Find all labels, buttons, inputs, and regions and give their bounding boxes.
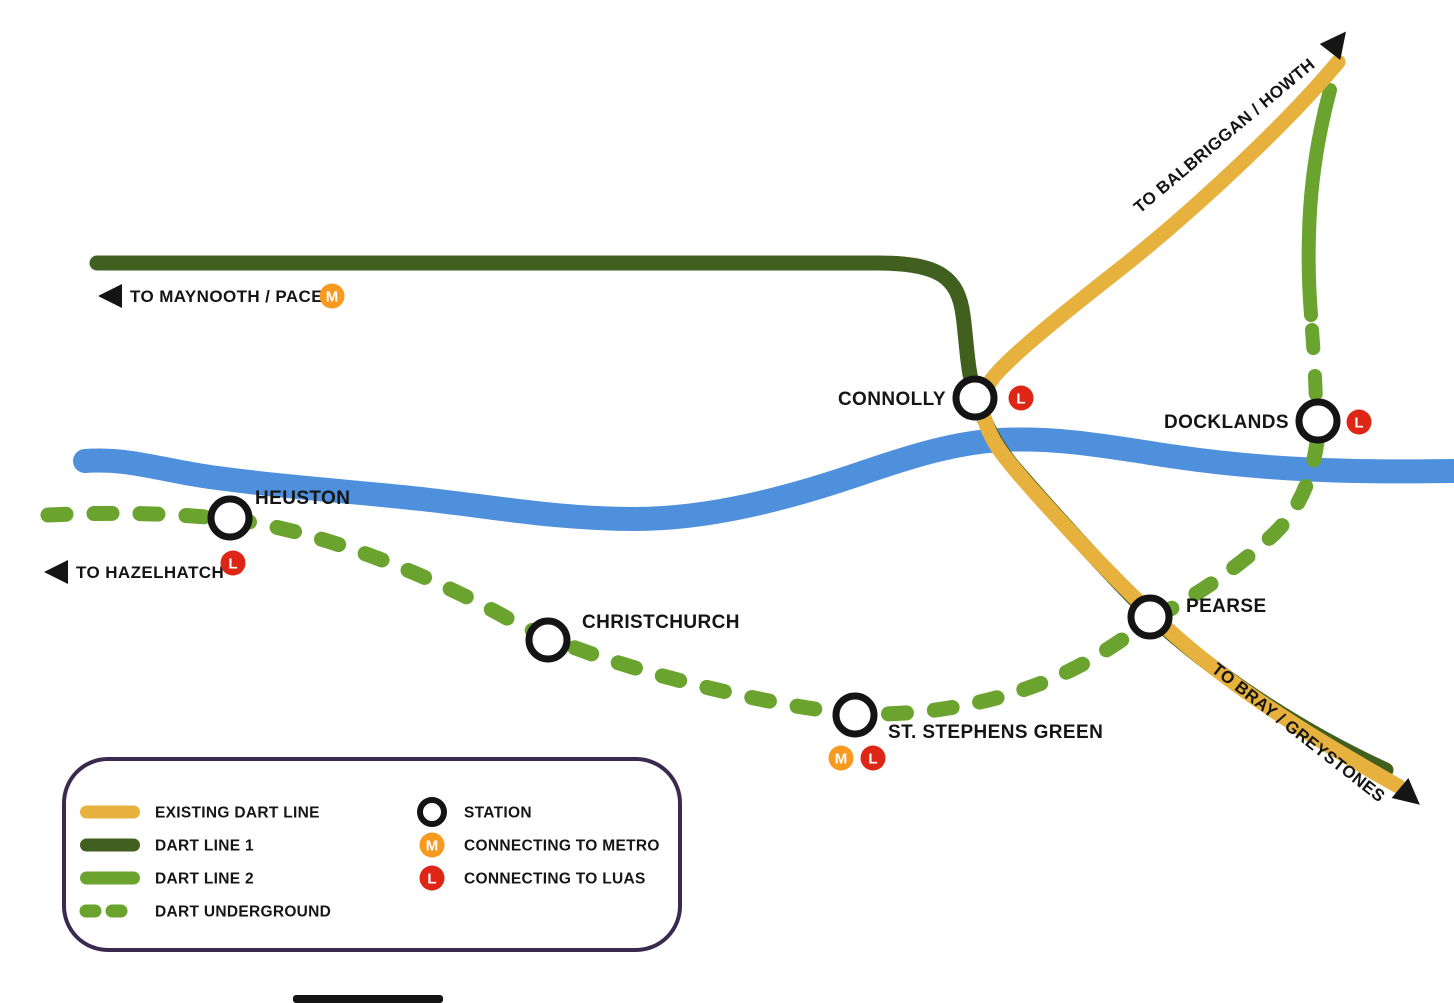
station-christchurch [525, 617, 571, 663]
legend-label-metro: CONNECTING TO METRO [464, 838, 660, 855]
luas-badge-st-stephens-green: L [860, 745, 886, 771]
legend-label-dart-line-1: DART LINE 1 [155, 838, 254, 855]
legend-symbol-luas: L [419, 865, 445, 891]
bottom-crop-fragment [293, 995, 443, 1003]
station-heuston [207, 495, 253, 541]
dart-line-2-dashed-into-docklands [1305, 323, 1323, 407]
dart-line-2 [1301, 83, 1337, 322]
legend-label-luas: CONNECTING TO LUAS [464, 871, 646, 888]
metro-badge-st-stephens-green: M [828, 745, 854, 771]
luas-badge-connolly: L [1008, 385, 1034, 411]
label-to-maynooth: TO MAYNOOTH / PACE [130, 287, 323, 306]
arrow-to-balbriggan [1319, 31, 1347, 61]
svg-text:L: L [1016, 391, 1025, 408]
svg-text:L: L [228, 556, 237, 573]
legend-swatch-dart-line-1 [80, 838, 140, 852]
luas-badge-docklands: L [1346, 409, 1372, 435]
station-pearse [1127, 594, 1173, 640]
svg-text:M: M [426, 838, 439, 855]
legend: EXISTING DART LINE DART LINE 1 DART LINE… [62, 757, 682, 952]
station-label-heuston: HEUSTON [255, 488, 350, 509]
station-label-docklands: DOCKLANDS [1164, 412, 1289, 433]
svg-text:M: M [835, 751, 848, 768]
svg-text:L: L [1354, 415, 1363, 432]
metro-badge-maynooth: M [319, 283, 345, 309]
legend-symbol-station [417, 797, 447, 827]
legend-swatch-dart-line-2 [80, 871, 140, 885]
legend-label-dart-underground: DART UNDERGROUND [155, 904, 331, 921]
station-connolly [952, 375, 998, 421]
luas-badge-heuston: L [220, 550, 246, 576]
station-label-pearse: PEARSE [1186, 596, 1267, 617]
legend-label-dart-line-2: DART LINE 2 [155, 871, 254, 888]
arrow-to-hazelhatch [44, 560, 68, 584]
label-to-balbriggan: TO BALBRIGGAN / HOWTH [1130, 55, 1318, 217]
station-st-stephens-green [832, 692, 878, 738]
legend-symbol-metro: M [419, 832, 445, 858]
station-label-connolly: CONNOLLY [838, 389, 946, 410]
legend-label-station: STATION [464, 805, 532, 822]
label-to-hazelhatch: TO HAZELHATCH [76, 563, 224, 582]
arrow-to-maynooth [98, 284, 122, 308]
label-to-bray: TO BRAY / GREYSTONES [1208, 659, 1389, 806]
legend-swatch-existing-dart [80, 805, 140, 819]
arrow-to-bray [1391, 778, 1420, 805]
legend-frame [62, 757, 682, 952]
svg-text:L: L [868, 751, 877, 768]
station-label-christchurch: CHRISTCHURCH [582, 612, 740, 633]
dart-underground-docklands-branch [1157, 434, 1325, 620]
svg-text:L: L [427, 871, 436, 888]
legend-label-existing-dart: EXISTING DART LINE [155, 805, 320, 822]
river-liffey-line [73, 427, 1454, 531]
station-docklands [1295, 398, 1341, 444]
station-label-st-stephens-green: ST. STEPHENS GREEN [888, 722, 1103, 743]
svg-text:M: M [326, 289, 339, 306]
